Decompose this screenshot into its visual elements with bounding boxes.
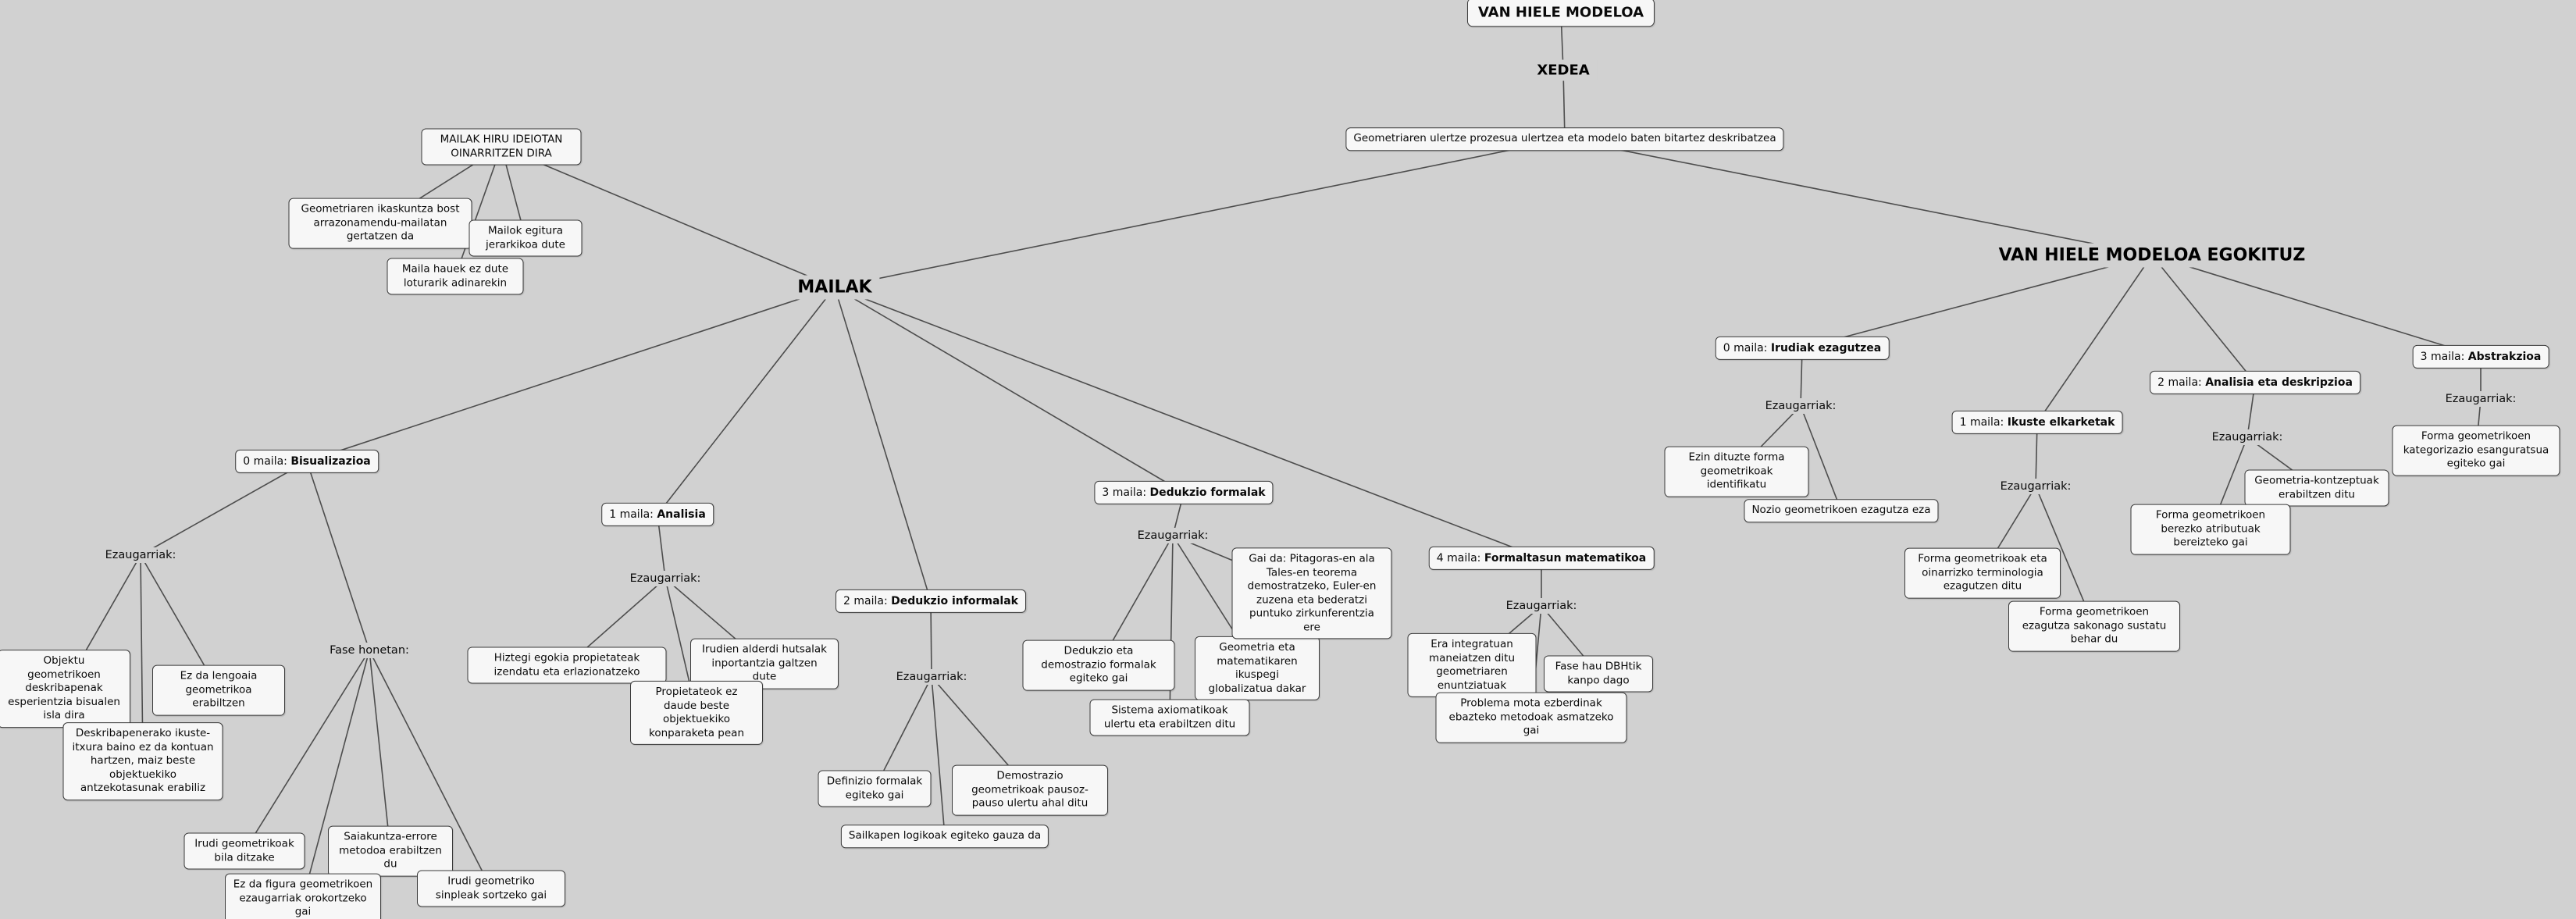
node-e3-e1[interactable]: Forma geometrikoen kategorizazio esangur… [2392,425,2560,476]
node-fase-4[interactable]: Irudi geometriko sinpleak sortzeko gai [417,870,565,907]
node-maila-3-ezaugarriak[interactable]: Ezaugarriak: [1131,528,1215,543]
edge-fase-honetan--fase-4 [369,650,492,889]
node-fase-honetan[interactable]: Fase honetan: [323,643,415,658]
node-xedea-azalpena[interactable]: Geometriaren ulertze prozesua ulertzea e… [1345,127,1784,151]
level-prefix: 0 maila: [1723,341,1771,354]
node-e1-e2[interactable]: Forma geometrikoen ezagutza sakonago sus… [2008,600,2180,652]
node-fase-2[interactable]: Saiakuntza-errore metodoa erabiltzen du [328,825,453,877]
node-egokitu-2[interactable]: 2 maila: Analisia eta deskripzioa [2150,370,2360,395]
node-m4-e2[interactable]: Fase hau DBHtik kanpo dago [1544,655,1653,693]
node-ideia-2[interactable]: Mailok egitura jerarkikoa dute [469,219,583,257]
node-xedea[interactable]: XEDEA [1529,59,1598,81]
level-name: Irudiak ezagutzea [1770,341,1882,354]
node-e2-e1[interactable]: Geometria-kontzeptuak erabiltzen ditu [2244,469,2389,507]
node-m1-e2[interactable]: Irudien alderdi hutsalak inportantzia ga… [690,638,839,689]
edge-mailak--maila-0 [306,287,836,462]
node-maila-2-ezaugarriak[interactable]: Ezaugarriak: [889,669,974,685]
edge-egokituz--egokitu-2 [2151,255,2256,383]
node-maila-1-ezaugarriak[interactable]: Ezaugarriak: [623,571,707,586]
edge-xedea-azalpena--egokituz [1564,138,2153,256]
node-m4-e3[interactable]: Problema mota ezberdinak ebazteko metodo… [1435,692,1627,743]
node-fase-3[interactable]: Ez da figura geometrikoen ezaugarriak or… [225,873,381,919]
node-m0-e3[interactable]: Deskribapenerako ikuste-itxura baino ez … [62,722,223,800]
node-m0-e1[interactable]: Objektu geometrikoen deskribapenak esper… [0,650,130,728]
edge-egokituz--egokitu-0 [1801,255,2153,349]
edge-fase-honetan--fase-2 [369,650,391,852]
node-ideia-1[interactable]: Geometriaren ikaskuntza bost arrazonamen… [288,198,472,249]
node-m4-e1[interactable]: Era integratuan maneiatzen ditu geometri… [1407,632,1537,698]
node-egokitu-0[interactable]: 0 maila: Irudiak ezagutzea [1715,336,1890,361]
edge-maila-2--maila-2-ezaugarriak [930,600,932,678]
node-maila-2[interactable]: 2 maila: Dedukzio informalak [836,589,1026,614]
edge-hiru-ideiak--ideia-3 [454,146,502,277]
node-m3-e4[interactable]: Sistema axiomatikoak ulertu eta erabiltz… [1089,699,1250,736]
level-prefix: 0 maila: [243,454,291,468]
node-e1-e1[interactable]: Forma geometrikoak eta oinarrizko termin… [1904,547,2061,599]
node-m2-e3[interactable]: Sailkapen logikoak egiteko gauza da [840,825,1049,848]
node-e0-e1[interactable]: Ezin dituzte forma geometrikoak identifi… [1664,446,1809,497]
level-prefix: 1 maila: [1959,415,2008,429]
node-maila-0-ezaugarriak[interactable]: Ezaugarriak: [98,547,183,563]
edge-egokituz--egokitu-1 [2036,255,2153,423]
node-maila-3[interactable]: 3 maila: Dedukzio formalak [1094,480,1274,505]
node-e0-e2[interactable]: Nozio geometrikoen ezagutza eza [1744,499,1939,522]
node-fase-1[interactable]: Irudi geometrikoak bila ditzake [183,832,305,870]
level-prefix: 1 maila: [609,508,657,521]
node-m3-e1[interactable]: Dedukzio eta demostrazio formalak egitek… [1022,639,1175,691]
node-mailak[interactable]: MAILAK [789,275,880,300]
level-prefix: 4 maila: [1436,551,1484,565]
node-m3-e2[interactable]: Geometria eta matematikaren ikuspegi glo… [1195,636,1320,701]
node-van-hiele-modeloa[interactable]: VAN HIELE MODELOA [1466,0,1655,27]
edge-mailak--maila-3 [834,287,1185,493]
edge-maila-0--fase-honetan [306,461,370,651]
node-egokituz[interactable]: VAN HIELE MODELOA EGOKITUZ [1990,243,2314,268]
edge-mailak--maila-4 [834,287,1542,559]
node-egokitu-1-ezaugarriak[interactable]: Ezaugarriak: [1993,479,2078,494]
level-name: Bisualizazioa [290,454,371,468]
level-name: Dedukzio formalak [1149,486,1266,499]
level-prefix: 2 maila: [2157,376,2206,389]
level-name: Ikuste elkarketak [2007,415,2115,429]
level-prefix: 3 maila: [2420,350,2468,363]
node-egokitu-3-ezaugarriak[interactable]: Ezaugarriak: [2439,391,2523,407]
node-hiru-ideiak[interactable]: MAILAK HIRU IDEIOTAN OINARRITZEN DIRA [421,128,582,166]
edge-maila-2-ezaugarriak--m2-e3 [931,676,946,837]
edge-fase-honetan--fase-1 [244,650,370,852]
level-name: Dedukzio informalak [891,594,1018,607]
edge-maila-0--maila-0-ezaugarriak [140,461,308,556]
node-m3-e3[interactable]: Gai da: Pitagoras-en ala Tales-en teorem… [1231,547,1392,639]
node-m0-e2[interactable]: Ez da lengoaia geometrikoa erabiltzen [152,664,285,716]
edge-mailak--maila-1 [657,287,836,515]
node-maila-0[interactable]: 0 maila: Bisualizazioa [235,449,379,474]
node-ideia-3[interactable]: Maila hauek ez dute loturarik adinarekin [387,258,524,295]
edge-mailak--maila-2 [834,287,932,602]
node-egokitu-3[interactable]: 3 maila: Abstrakzioa [2412,344,2549,369]
level-name: Analisia [657,508,706,521]
node-maila-1[interactable]: 1 maila: Analisia [601,502,714,527]
level-name: Analisia eta deskripzioa [2205,376,2353,389]
level-prefix: 3 maila: [1102,486,1150,499]
node-egokitu-1[interactable]: 1 maila: Ikuste elkarketak [1951,410,2123,435]
edge-egokituz--egokitu-3 [2151,255,2482,358]
edge-maila-2-ezaugarriak--m2-e1 [874,676,932,789]
node-egokitu-2-ezaugarriak[interactable]: Ezaugarriak: [2205,429,2289,445]
node-maila-4-ezaugarriak[interactable]: Ezaugarriak: [1499,598,1584,614]
level-name: Formaltasun matematikoa [1484,551,1647,565]
node-maila-4[interactable]: 4 maila: Formaltasun matematikoa [1428,546,1655,571]
edge-fase-honetan--fase-3 [302,650,370,899]
node-e2-e2[interactable]: Forma geometrikoen berezko atributuak be… [2130,504,2291,555]
edge-egokitu-0-ezaugarriak--e0-e2 [1800,405,1842,511]
node-m2-e1[interactable]: Definizio formalak egiteko gai [818,770,932,807]
node-m1-e1[interactable]: Hiztegi egokia propietateak izendatu eta… [467,647,667,684]
edge-xedea-azalpena--mailak [834,138,1566,288]
node-egokitu-0-ezaugarriak[interactable]: Ezaugarriak: [1758,398,1843,414]
level-name: Abstrakzioa [2467,350,2542,363]
edge-hiru-ideiak--mailak [501,146,836,288]
level-prefix: 2 maila: [843,594,892,607]
node-m2-e2[interactable]: Demostrazio geometrikoak pausoz-pauso ul… [952,764,1108,816]
node-m1-e3[interactable]: Propietateok ez daude beste objektuekiko… [630,680,763,746]
